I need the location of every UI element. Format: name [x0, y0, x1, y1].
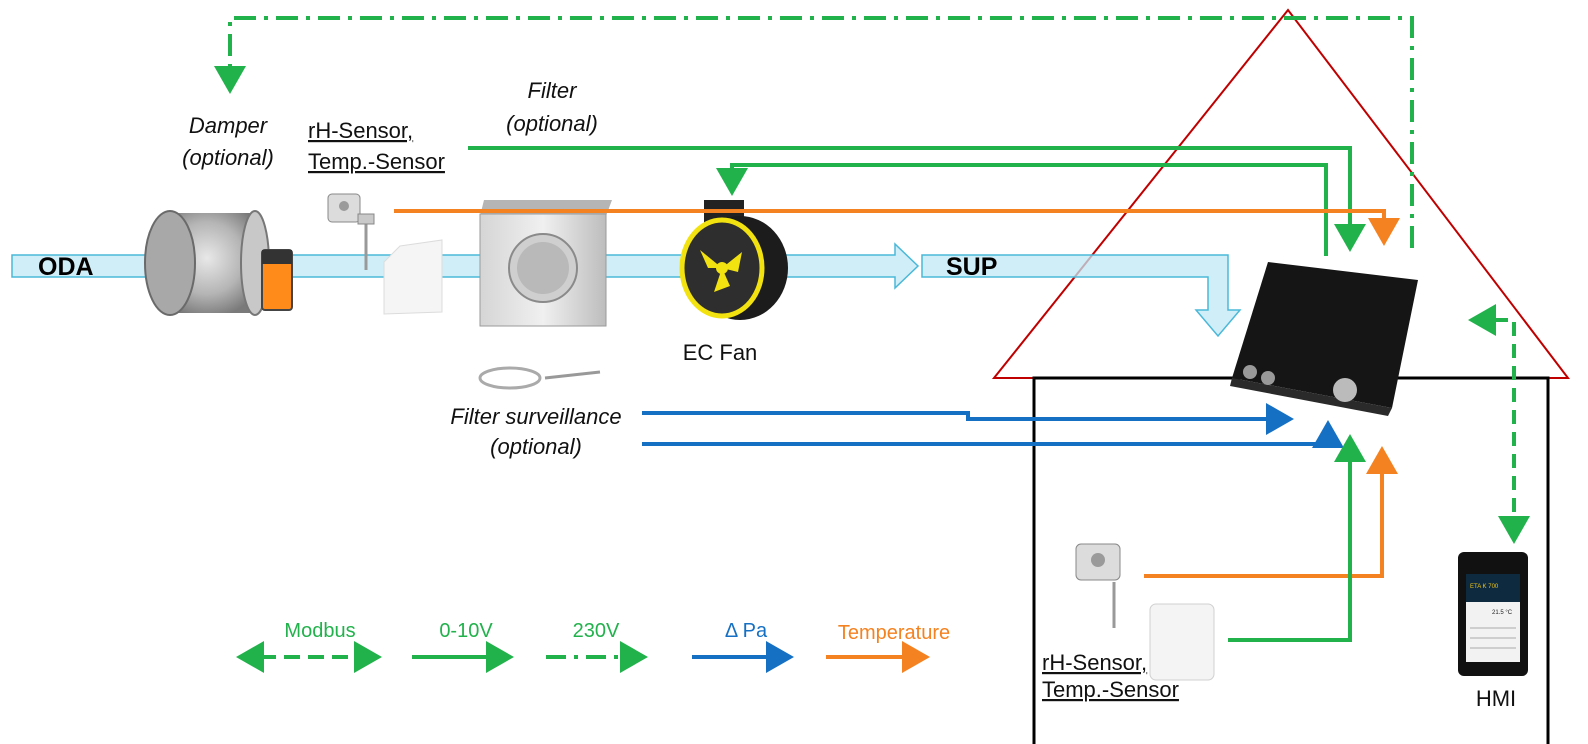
line-0-10v-top: [468, 146, 1366, 252]
filter-label: Filter: [528, 78, 579, 103]
rh-temp-sensor-top-icon: [327, 193, 375, 270]
filter-surveillance-optional-label: (optional): [490, 434, 582, 459]
filter-surveillance-label: Filter surveillance: [450, 404, 621, 429]
line-modbus-hmi: [1494, 318, 1530, 544]
damper-label: Damper: [189, 113, 269, 138]
sensor-top-label-1: rH-Sensor,: [308, 118, 413, 143]
filter-box-icon: [479, 200, 612, 327]
filter-optional-label: (optional): [506, 111, 598, 136]
line-0-10v-bottom: [1228, 434, 1366, 642]
controller-icon: [1230, 262, 1418, 416]
line-temp-top: [394, 209, 1400, 246]
line-230v-damper: [214, 16, 1414, 248]
sensor-top-label-2: Temp.-Sensor: [308, 149, 445, 174]
ec-fan-icon: [679, 200, 788, 320]
legend-temperature-label: Temperature: [838, 622, 950, 644]
sensor-bottom-label-1: rH-Sensor,: [1042, 650, 1147, 675]
ec-fan-label: EC Fan: [683, 340, 758, 365]
hmi-label: HMI: [1476, 686, 1516, 711]
filter-surveillance-sensor-icon: [478, 366, 601, 390]
damper-icon: [144, 210, 293, 316]
legend-delta-pa-label: Δ Pa: [725, 620, 768, 642]
damper-optional-label: (optional): [182, 145, 274, 170]
sensor-bottom-label-2: Temp.-Sensor: [1042, 677, 1179, 702]
legend: Modbus 0-10V 230V Δ Pa Temperature: [236, 620, 950, 673]
oda-label: ODA: [38, 253, 94, 281]
line-delta-pa-2: [642, 420, 1344, 448]
legend-230v-label: 230V: [573, 620, 620, 642]
sup-label: SUP: [946, 253, 997, 281]
rh-temp-sensor-bottom-icon: [1075, 543, 1215, 681]
line-delta-pa-1: [642, 403, 1294, 435]
legend-modbus-label: Modbus: [284, 620, 355, 642]
hmi-device-icon: ETA K 700 21.5 °C: [1458, 552, 1528, 676]
line-temp-bottom: [1144, 446, 1398, 578]
hmi-screen-title: ETA K 700: [1470, 584, 1499, 590]
legend-0-10v-label: 0-10V: [439, 620, 493, 642]
filter-panel-icon: [383, 239, 443, 315]
hmi-screen-value: 21.5 °C: [1492, 610, 1513, 616]
